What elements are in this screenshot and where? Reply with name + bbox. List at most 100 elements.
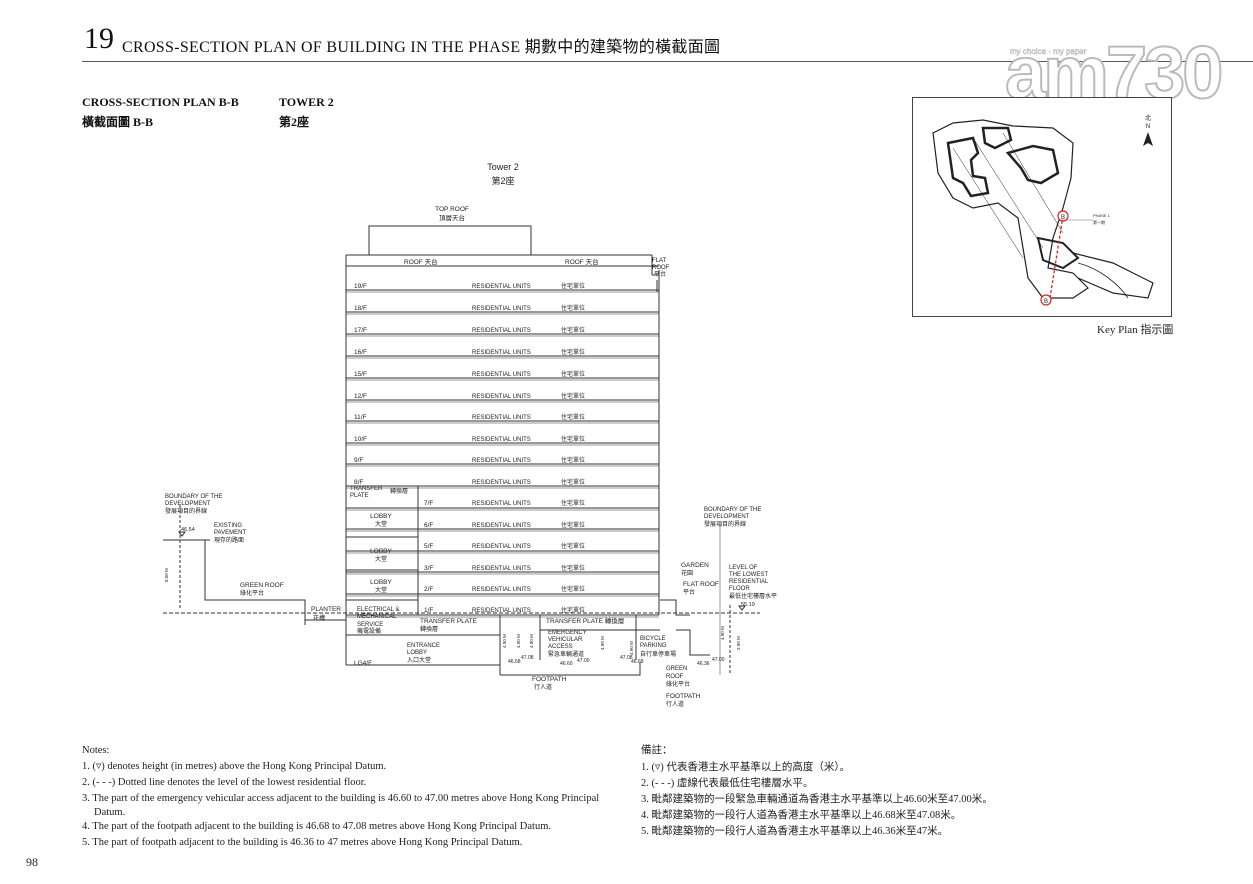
boundary-left-3: 發展項目的界線 <box>165 507 207 515</box>
dim-label-4: 4.90 M <box>529 634 534 648</box>
lobby-label-3-en: LOBBY <box>370 579 392 586</box>
dim-label-1: 8.00 M <box>164 568 169 582</box>
tower-title-zh: 第2座 <box>279 115 310 129</box>
floor-use-zh: 住宅單位 <box>561 435 585 443</box>
floor-use-en: RESIDENTIAL UNITS <box>472 501 531 507</box>
flat-roof-top-3: 平台 <box>654 270 666 278</box>
floor-label: 7/F <box>424 500 433 507</box>
flat-roof-right-2: 平台 <box>683 588 695 596</box>
lobby-label-1-zh: 大堂 <box>375 520 387 528</box>
floor-use-zh: 住宅單位 <box>561 304 585 312</box>
spot-height-2: 47.08 <box>521 655 534 661</box>
floor-use-zh: 住宅單位 <box>561 478 585 486</box>
dim-label-8: 3.90 M <box>736 636 741 650</box>
notes-en-item-4: 4. The part of the footpath adjacent to … <box>82 821 552 832</box>
transfer-lower-1: TRANSFER PLATE <box>420 618 478 625</box>
green-roof-right-2: ROOF <box>666 674 684 680</box>
floor-use-zh: 住宅單位 <box>561 564 585 572</box>
lobby-label-3-zh: 大堂 <box>375 586 387 594</box>
north-arrow-icon <box>1143 132 1153 146</box>
bicycle-1: BICYCLE <box>640 636 666 642</box>
footpath-1-zh: 行人道 <box>534 683 552 691</box>
notes-zh-title: 備註： <box>641 745 673 756</box>
emergency-2: VEHICULAR <box>548 637 583 643</box>
lowest-floor-2: THE LOWEST <box>729 572 768 578</box>
flat-roof-top-1: FLAT <box>652 258 667 264</box>
floor-label: 11/F <box>354 414 367 421</box>
notes-zh-item-1: 1. (▿) 代表香港主水平基準以上的高度（米）。 <box>641 762 851 773</box>
notes-en-item-3: 3. The part of the emergency vehicular a… <box>82 793 600 804</box>
floor-use-zh: 住宅單位 <box>561 606 585 614</box>
garden-1: GARDEN <box>681 562 709 569</box>
floor-use-en: RESIDENTIAL UNITS <box>472 306 531 312</box>
lowest-floor-3: RESIDENTIAL <box>729 579 769 585</box>
existing-pavement-1: EXISTING <box>214 523 242 529</box>
floor-label: 6/F <box>424 522 433 529</box>
left-ground-profile <box>185 539 346 621</box>
spot-height-6: 46.68 <box>631 659 644 665</box>
height-marker-icon <box>178 531 186 537</box>
floor-label: 9/F <box>354 457 363 464</box>
transfer-upper-2: PLATE <box>350 493 369 499</box>
notes-zh-item-2: 2. (- - -) 虛線代表最低住宅樓層水平。 <box>641 778 814 789</box>
footpath-2-zh: 行人道 <box>666 700 684 708</box>
notes-en-title: Notes: <box>82 745 110 756</box>
garden-2: 花園 <box>681 569 693 577</box>
green-roof-right-3: 綠化平台 <box>666 680 690 688</box>
dim-label-5: 4.90 M <box>600 636 605 650</box>
floor-label: 18/F <box>354 305 367 312</box>
boundary-left-2: DEVELOPMENT <box>165 501 211 507</box>
key-plan-frame: B B PHASE 1 第一期 北 N <box>912 97 1172 317</box>
floor-use-en: RESIDENTIAL UNITS <box>472 480 531 486</box>
spot-height-3: 46.60 <box>560 661 573 667</box>
watermark-tagline: my choice · my paper <box>1010 47 1087 56</box>
floor-use-en: RESIDENTIAL UNITS <box>472 437 531 443</box>
notes-zh-item-3: 3. 毗鄰建築物的一段緊急車輛通道為香港主水平基準以上46.60米至47.00米… <box>641 794 993 805</box>
section-number: 19 <box>84 22 114 55</box>
notes-en-item-3b: Datum. <box>94 807 126 818</box>
drawing-tower-zh: 第2座 <box>491 175 514 186</box>
lobby-label-1-en: LOBBY <box>370 513 392 520</box>
flat-roof-right-outline <box>660 599 690 616</box>
bicycle-2: PARKING <box>640 643 667 649</box>
existing-pavement-2: PAVEMENT <box>214 530 246 536</box>
north-label-en: N <box>1146 124 1150 130</box>
key-plan-marker-bottom: B <box>1044 299 1048 305</box>
entrance-lobby-3: 入口大堂 <box>407 656 431 664</box>
planter-1: PLANTER <box>311 606 341 613</box>
roof-left-label: ROOF 天台 <box>404 257 438 266</box>
lowest-floor-4: FLOOR <box>729 586 750 592</box>
green-roof-left-1: GREEN ROOF <box>240 582 284 589</box>
key-plan-caption: Key Plan 指示圖 <box>1097 324 1174 336</box>
roof-right-label: ROOF 天台 <box>565 257 599 266</box>
key-plan-map: B B PHASE 1 第一期 北 N <box>932 114 1154 306</box>
spot-height-8: 47.00 <box>712 657 725 663</box>
spot-height-4: 47.00 <box>577 658 590 664</box>
floor-use-zh: 住宅單位 <box>561 282 585 290</box>
height-right: 55.19 <box>741 602 755 608</box>
floor-label: 10/F <box>354 436 367 443</box>
height-marker-icon <box>738 605 746 611</box>
floor-use-en: RESIDENTIAL UNITS <box>472 523 531 529</box>
floor-use-en: RESIDENTIAL UNITS <box>472 566 531 572</box>
height-left: 46.54 <box>181 527 195 533</box>
entrance-lobby-2: LOBBY <box>407 650 427 656</box>
floor-label: 8/F <box>354 479 363 486</box>
spot-height-7: 46.36 <box>697 661 710 667</box>
transfer-upper-1: TRANSFER <box>350 486 383 492</box>
floor-use-en: RESIDENTIAL UNITS <box>472 328 531 334</box>
floor-use-en: RESIDENTIAL UNITS <box>472 350 531 356</box>
header-rule <box>82 61 1253 62</box>
plan-title-zh: 橫截面圖 B-B <box>82 115 154 129</box>
page-title: CROSS-SECTION PLAN OF BUILDING IN THE PH… <box>122 39 721 56</box>
floor-use-zh: 住宅單位 <box>561 456 585 464</box>
floor-use-zh: 住宅單位 <box>561 392 585 400</box>
north-label-zh: 北 <box>1145 114 1151 122</box>
electrical-2: MECHANICAL <box>357 614 397 620</box>
notes-zh-item-5: 5. 毗鄰建築物的一段行人道為香港主水平基準以上46.36米至47米。 <box>641 826 949 837</box>
electrical-3: SERVICE <box>357 622 383 628</box>
green-roof-left-2: 綠化平台 <box>240 589 264 597</box>
notes-zh: 備註： 1. (▿) 代表香港主水平基準以上的高度（米）。 2. (- - -)… <box>641 743 1141 840</box>
dim-label-7: 4.90 M <box>720 626 725 640</box>
